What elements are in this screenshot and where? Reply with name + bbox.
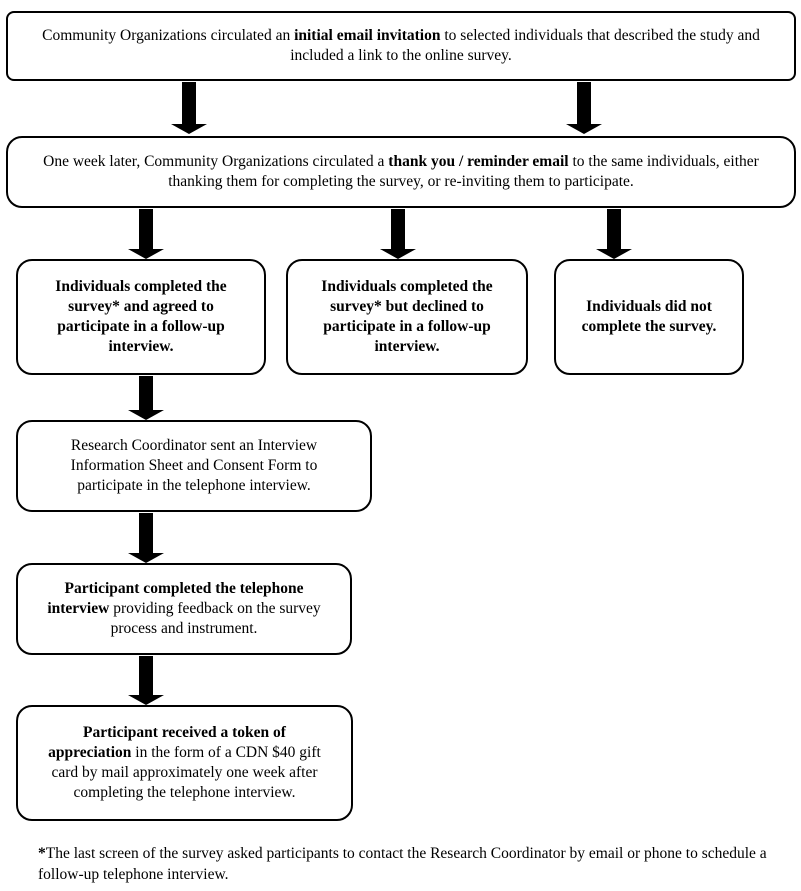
arrow-interview-to-token [128, 656, 164, 705]
reminder-email-box: One week later, Community Organizations … [6, 136, 796, 208]
arrow-initial-to-reminder-left [171, 82, 207, 134]
initial-email-text-part: Community Organizations circulated an [42, 27, 295, 44]
initial-email-bold: initial email invitation [294, 27, 441, 44]
footnote-star: * [38, 845, 46, 862]
telephone-interview-text: Participant completed the telephone inte… [32, 579, 336, 639]
arrow-info-to-interview [128, 513, 164, 563]
info-sheet-box: Research Coordinator sent an Interview I… [16, 420, 372, 512]
arrow-agreed-to-info-sheet [128, 376, 164, 420]
info-sheet-text: Research Coordinator sent an Interview I… [70, 437, 318, 494]
telephone-interview-box: Participant completed the telephone inte… [16, 563, 352, 655]
initial-email-text-end: to selected individuals that described t… [290, 27, 760, 64]
arrow-initial-to-reminder-right [566, 82, 602, 134]
reminder-email-text: One week later, Community Organizations … [28, 152, 774, 192]
reminder-email-bold: thank you / reminder email [388, 153, 569, 170]
token-text-end: in the form of a CDN $40 gift card by ma… [51, 744, 321, 801]
did-not-complete-box: Individuals did not complete the survey. [554, 259, 744, 375]
reminder-email-text-end: to the same individuals, either thanking… [168, 153, 759, 190]
arrow-reminder-to-not-complete [596, 209, 632, 259]
token-text: Participant received a token of apprecia… [42, 723, 327, 803]
footnote: *The last screen of the survey asked par… [38, 843, 778, 885]
reminder-email-text-part: One week later, Community Organizations … [43, 153, 389, 170]
arrow-reminder-to-declined [380, 209, 416, 259]
completed-agreed-text: Individuals completed the survey* and ag… [55, 278, 227, 355]
completed-declined-text: Individuals completed the survey* but de… [321, 278, 493, 355]
arrow-reminder-to-agreed [128, 209, 164, 259]
token-bold: Participant received a token of apprecia… [48, 724, 286, 761]
token-box: Participant received a token of apprecia… [16, 705, 353, 821]
did-not-complete-text: Individuals did not complete the survey. [581, 298, 717, 335]
footnote-text: The last screen of the survey asked part… [38, 845, 767, 883]
telephone-interview-text-end: providing feedback on the survey process… [109, 600, 321, 637]
initial-email-box: Community Organizations circulated an in… [6, 11, 796, 81]
completed-agreed-box: Individuals completed the survey* and ag… [16, 259, 266, 375]
completed-declined-box: Individuals completed the survey* but de… [286, 259, 528, 375]
initial-email-text: Community Organizations circulated an in… [36, 26, 766, 66]
telephone-interview-bold: Participant completed the telephone inte… [47, 580, 304, 617]
